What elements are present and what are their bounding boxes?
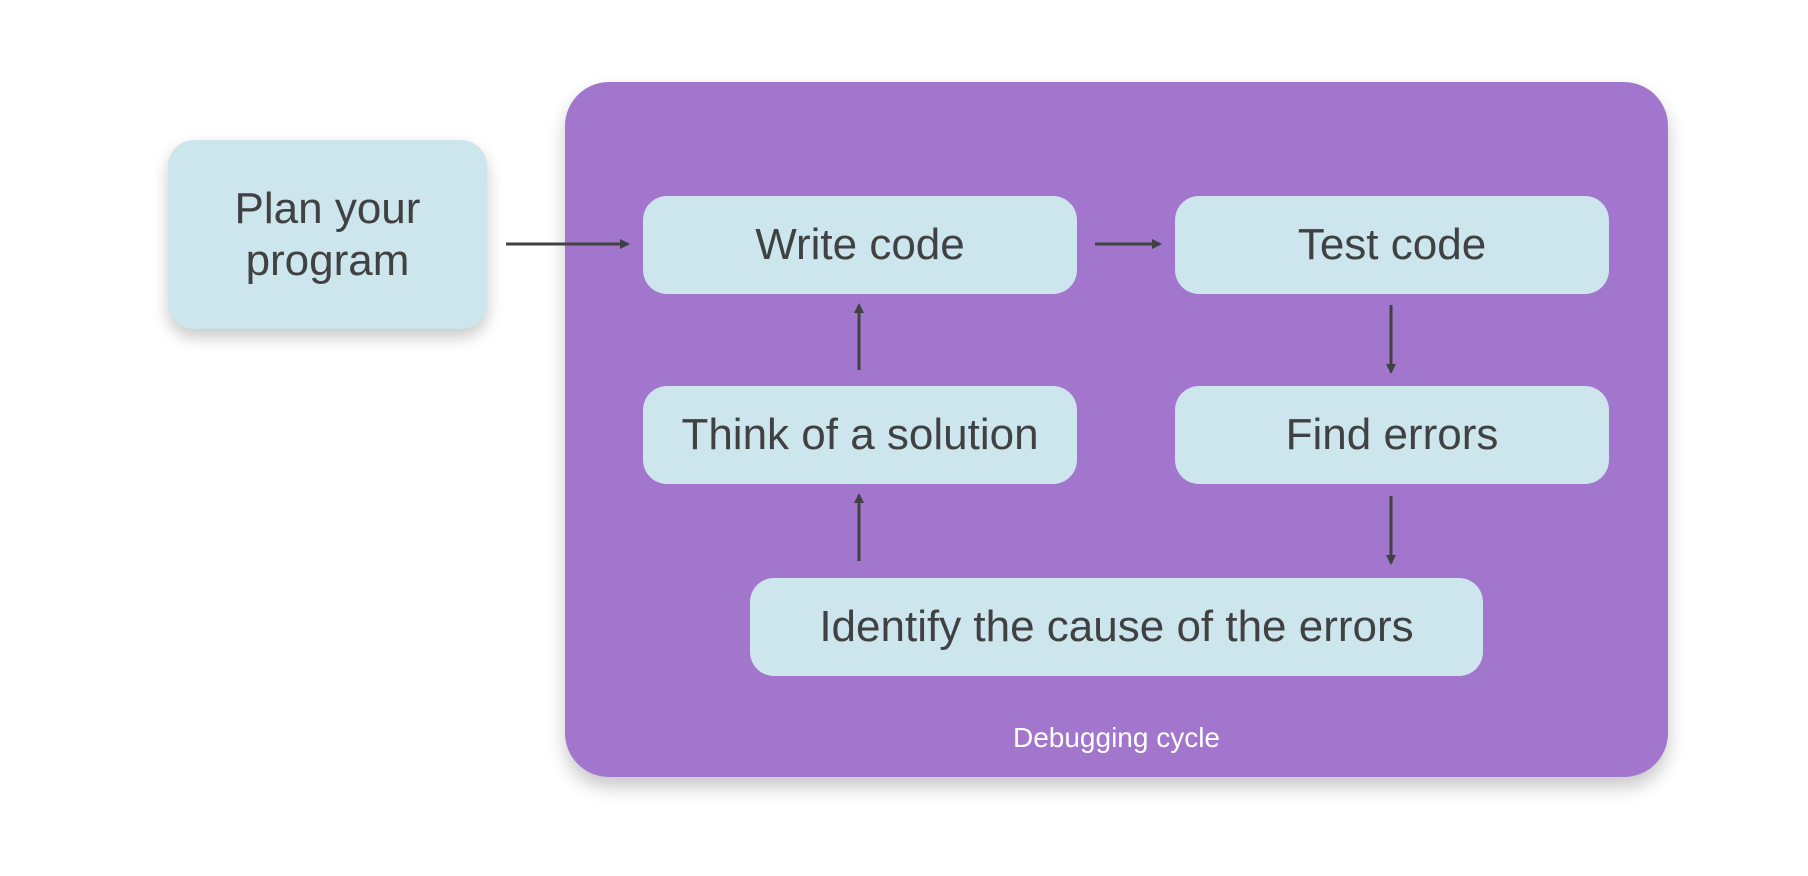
- identify-cause-node: Identify the cause of the errors: [750, 578, 1483, 676]
- think-solution-node: Think of a solution: [643, 386, 1077, 484]
- test-code-node: Test code: [1175, 196, 1609, 294]
- debugging-cycle-label: Debugging cycle: [1012, 722, 1221, 753]
- write-code-node: Write code: [643, 196, 1077, 294]
- find-errors-node: Find errors: [1175, 386, 1609, 484]
- plan-program-node: Plan your program: [168, 140, 487, 329]
